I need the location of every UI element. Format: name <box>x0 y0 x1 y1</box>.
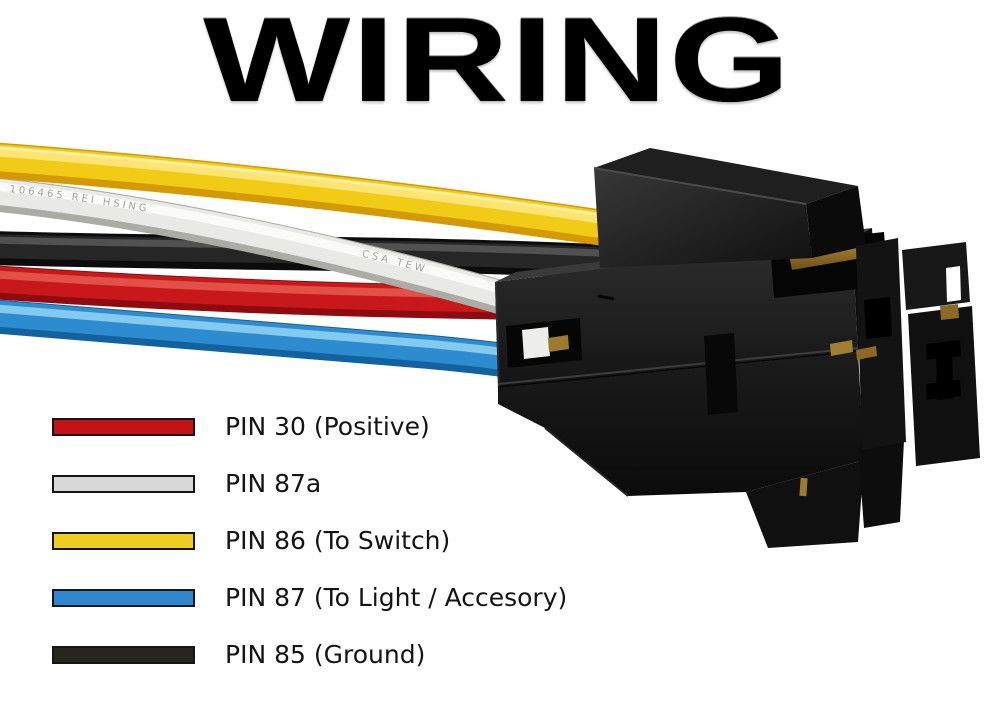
title-bar: WIRING <box>0 0 994 120</box>
legend-label-pin85: PIN 85 (Ground) <box>225 640 426 669</box>
latch-gap <box>946 266 961 302</box>
swatch-pin86 <box>52 531 195 550</box>
terminal-window-white-insert <box>522 327 550 359</box>
swatch-pin87a <box>52 474 195 493</box>
socket-mold-mark <box>597 294 615 301</box>
latch-post <box>856 238 906 450</box>
brass-pin-2 <box>856 346 877 360</box>
socket-upper-front <box>495 238 858 388</box>
legend-label-pin30: PIN 30 (Positive) <box>225 412 430 441</box>
socket-bottom-right-foot <box>858 440 904 528</box>
socket-slope-highlight <box>544 427 629 497</box>
legend-label-pin87: PIN 87 (To Light / Accesory) <box>225 583 568 612</box>
legend-label-pin87a: PIN 87a <box>225 469 322 498</box>
swatch-pin87 <box>52 588 195 607</box>
tab-right-face <box>806 186 866 258</box>
relay-socket-connector <box>495 148 980 548</box>
yellow-wire <box>0 142 621 248</box>
brass-glint <box>940 304 959 320</box>
latch-notch-center <box>936 342 953 400</box>
legend-label-pin86: PIN 86 (To Switch) <box>225 526 451 555</box>
tab-front-face <box>594 168 812 268</box>
page-title: WIRING <box>202 0 792 127</box>
terminal-window-brass-pin <box>548 335 569 352</box>
socket-bottom-extension <box>746 460 864 548</box>
legend-row-pin87a: PIN 87a <box>52 469 321 498</box>
yellow-wire-body <box>0 144 620 241</box>
swatch-pin85 <box>52 645 195 664</box>
swatch-pin30 <box>52 417 195 436</box>
yellow-wire-sheen <box>0 146 619 219</box>
latch-post-notch <box>864 297 892 339</box>
socket-left-edge-highlight <box>495 281 500 389</box>
socket-seam-highlight <box>497 347 859 385</box>
tab-top-face <box>594 148 858 204</box>
tab-ridge-highlight <box>593 167 807 205</box>
legend-row-pin30: PIN 30 (Positive) <box>52 412 430 441</box>
legend-row-pin87: PIN 87 (To Light / Accesory) <box>52 583 567 612</box>
brass-pin-bottom <box>799 477 808 497</box>
yellow-wire-highlight <box>0 146 619 226</box>
legend-row-pin85: PIN 85 (Ground) <box>52 640 425 669</box>
body-vertical-slot <box>704 333 738 415</box>
brass-pin-1 <box>830 340 853 356</box>
socket-lower-front <box>498 352 864 496</box>
legend-row-pin86: PIN 86 (To Switch) <box>52 526 450 555</box>
